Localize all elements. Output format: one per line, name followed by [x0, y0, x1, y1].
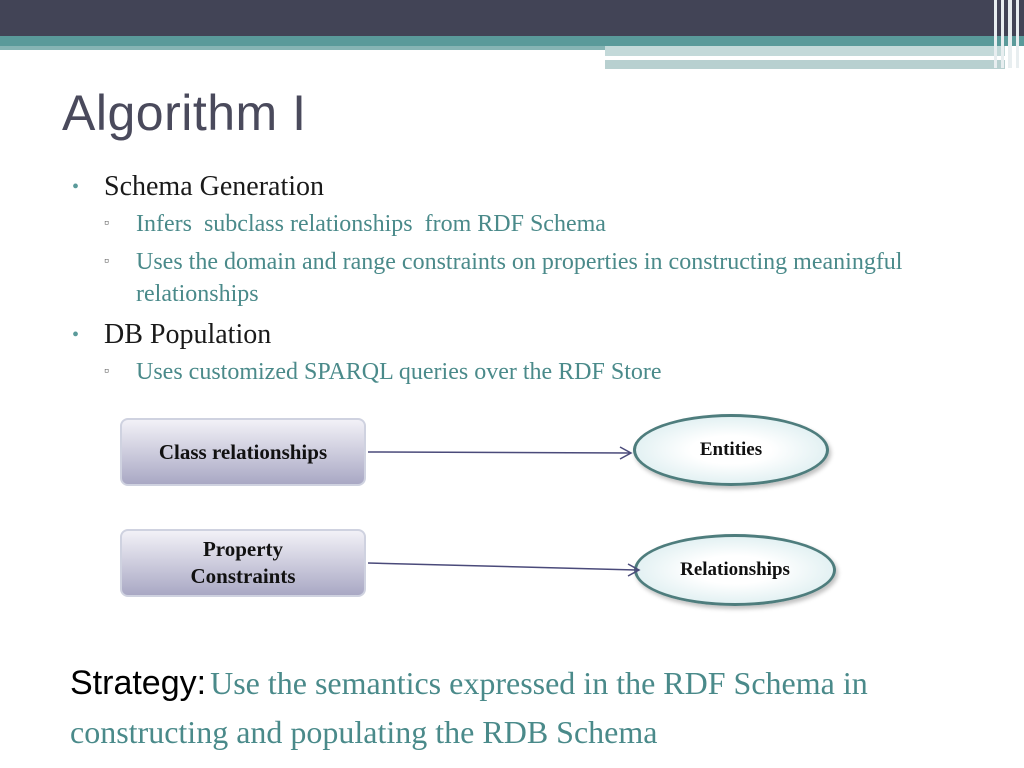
- banner-vertical-stripe: [1008, 0, 1012, 68]
- strategy-text: Use the semantics expressed in the RDF S…: [70, 665, 868, 750]
- arrow-line: [367, 562, 639, 571]
- box-label: Property Constraints: [190, 537, 296, 588]
- banner-teal-band: [0, 36, 1024, 46]
- banner-white-line: [605, 56, 950, 59]
- square-bullet-icon: ▫: [104, 216, 109, 231]
- oval-label: Relationships: [680, 559, 790, 580]
- sub-bullet-list: ▫ Uses customized SPARQL queries over th…: [104, 356, 952, 388]
- arrow-line: [367, 451, 631, 454]
- sub-bullet-item: ▫ Uses the domain and range constraints …: [104, 246, 952, 310]
- bullet-text: DB Population: [104, 319, 272, 350]
- sub-bullet-item: ▫ Uses customized SPARQL queries over th…: [104, 356, 952, 388]
- banner-vertical-stripe: [1001, 0, 1004, 68]
- property-constraints-box: Property Constraints: [120, 529, 366, 597]
- square-bullet-icon: ▫: [104, 254, 109, 269]
- sub-bullet-text: Uses customized SPARQL queries over the …: [136, 359, 662, 385]
- bullet-dot-icon: •: [72, 324, 80, 346]
- sub-bullet-item: ▫ Infers subclass relationships from RDF…: [104, 208, 952, 240]
- sub-bullet-text: Uses the domain and range constraints on…: [136, 249, 903, 307]
- slide-title: Algorithm I: [62, 85, 307, 141]
- banner-teal-accent: [0, 46, 605, 50]
- square-bullet-icon: ▫: [104, 364, 109, 379]
- bullet-list: • Schema Generation ▫ Infers subclass re…: [72, 168, 952, 394]
- bullet-text: Schema Generation: [104, 171, 325, 202]
- banner-light-band: [605, 46, 1005, 56]
- bullet-item: • Schema Generation ▫ Infers subclass re…: [72, 168, 952, 310]
- bullet-dot-icon: •: [72, 176, 80, 198]
- strategy-statement: Strategy: Use the semantics expressed in…: [70, 662, 1010, 760]
- entities-oval: Entities: [633, 414, 829, 486]
- sub-bullet-text: Infers subclass relationships from RDF S…: [136, 211, 606, 237]
- banner-vertical-stripe: [994, 0, 997, 68]
- banner-dark-band: [0, 0, 1024, 36]
- banner-vertical-stripe: [1016, 0, 1019, 68]
- class-relationships-box: Class relationships: [120, 418, 366, 486]
- bullet-item: • DB Population ▫ Uses customized SPARQL…: [72, 316, 952, 388]
- banner-light-band-lower: [605, 60, 1005, 69]
- relationships-oval: Relationships: [634, 534, 836, 606]
- sub-bullet-list: ▫ Infers subclass relationships from RDF…: [104, 208, 952, 310]
- arrowhead-icon: [619, 446, 633, 460]
- strategy-label: Strategy:: [70, 664, 207, 702]
- oval-label: Entities: [699, 439, 763, 460]
- box-label: Class relationships: [158, 439, 328, 464]
